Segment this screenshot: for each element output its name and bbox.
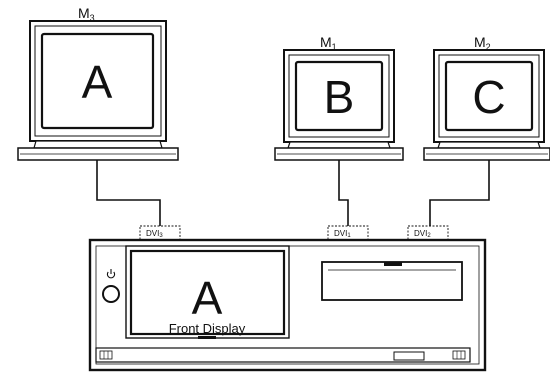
monitor-m3-label: M3: [78, 5, 95, 23]
cable-m1-dvi1: [338, 160, 349, 226]
monitor-m3-neck: [33, 140, 163, 149]
power-button[interactable]: [102, 269, 120, 303]
monitor-m1-neck: [287, 141, 391, 149]
monitor-m2-label: M2: [474, 34, 491, 52]
front-display: A Front Display: [125, 245, 290, 339]
port-dvi1: DVI1: [327, 225, 369, 241]
monitor-m1-screen-letter: B: [324, 71, 355, 123]
drive-eject-slot[interactable]: [384, 262, 402, 266]
monitor-m2-screen-letter: C: [472, 71, 505, 123]
bottom-strip: [95, 347, 471, 363]
monitor-m3-screen: [40, 32, 155, 130]
port-dvi2: DVI2: [407, 225, 449, 241]
monitor-m2: M2 C: [423, 34, 550, 161]
monitor-m1: M1 B: [274, 34, 404, 161]
cable-m2-dvi2: [429, 160, 490, 226]
drive-bay-frame: [321, 261, 463, 301]
port-dvi3: DVI3: [139, 225, 181, 241]
power-button-ring[interactable]: [102, 285, 120, 303]
port-dvi2-label: DVI2: [414, 229, 431, 239]
usb-port: [393, 351, 425, 361]
drive-bay: [321, 261, 463, 301]
front-display-stand: [198, 336, 216, 339]
monitor-m3: M3 A: [17, 5, 179, 161]
monitor-m1-screen: [294, 60, 384, 132]
front-display-letter: A: [192, 272, 223, 324]
vent-right: [452, 350, 466, 360]
cable-m3-dvi3: [96, 160, 161, 226]
front-display-caption: Front Display: [169, 321, 246, 336]
monitor-m1-label: M1: [320, 34, 337, 52]
bottom-vent: [95, 347, 471, 363]
vent-left: [99, 350, 113, 360]
main-unit: A Front Display: [88, 238, 487, 372]
cables: [96, 160, 490, 226]
monitor-m3-screen-letter: A: [82, 56, 113, 108]
port-dvi1-label: DVI1: [334, 229, 351, 239]
front-display-screen: [129, 249, 286, 336]
monitor-m2-neck: [437, 141, 541, 149]
port-dvi3-label: DVI3: [146, 229, 163, 239]
power-icon: [106, 269, 116, 279]
monitor-m2-screen: [444, 60, 534, 132]
